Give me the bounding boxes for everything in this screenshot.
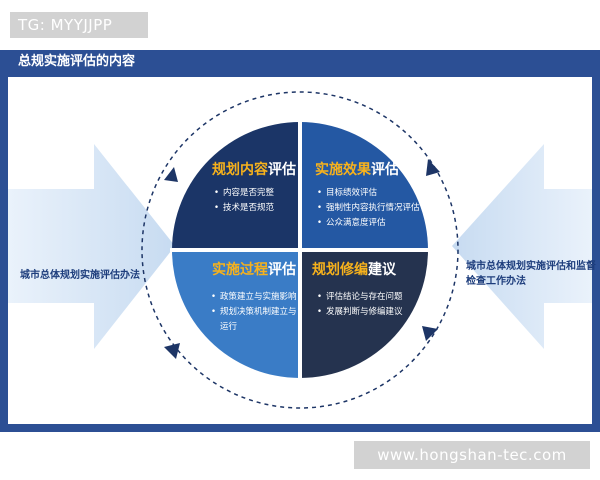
list-item: 规划决策机制建立与运行 bbox=[211, 305, 297, 335]
left-arrow-shape bbox=[8, 144, 175, 349]
list-item: 强制性内容执行情况评估 bbox=[317, 201, 420, 216]
right-arrow-shape bbox=[452, 144, 592, 349]
list-item: 技术是否规范 bbox=[214, 201, 274, 216]
quadrant-process-title: 实施过程评估 bbox=[212, 262, 296, 278]
cycle-arrowhead-top-left bbox=[164, 167, 178, 182]
cycle-arrowhead-bottom-right bbox=[422, 326, 438, 341]
list-item: 内容是否完整 bbox=[214, 186, 274, 201]
quadrant-effect-title: 实施效果评估 bbox=[315, 162, 399, 178]
cycle-arrowhead-bottom-left bbox=[164, 343, 180, 359]
diagram-frame: 总规实施评估的内容 bbox=[0, 50, 600, 432]
quadrant-separator-horizontal bbox=[170, 248, 432, 252]
list-item: 评估结论与存在问题 bbox=[317, 290, 403, 305]
diagram-panel: 城市总体规划实施评估办法 城市总体规划实施评估和监督检查工作办法 规划内容评估 … bbox=[8, 77, 596, 424]
quadrant-revision-title: 规划修编建议 bbox=[312, 262, 396, 278]
left-arrow-label: 城市总体规划实施评估办法 bbox=[20, 270, 140, 281]
cycle-dashed-ring bbox=[141, 91, 459, 409]
cycle-arrowhead-top-right bbox=[426, 159, 440, 176]
right-arrow-label: 城市总体规划实施评估和监督检查工作办法 bbox=[466, 261, 596, 287]
frame-title: 总规实施评估的内容 bbox=[18, 54, 136, 69]
list-item: 政策建立与实施影响 bbox=[211, 290, 297, 305]
diagram-graphics bbox=[8, 91, 592, 409]
quadrant-effect-list: 目标绩效评估 强制性内容执行情况评估 公众满意度评估 bbox=[317, 186, 420, 231]
list-item: 公众满意度评估 bbox=[317, 216, 420, 231]
quadrant-revision-list: 评估结论与存在问题 发展判断与修编建议 bbox=[317, 290, 403, 320]
quadrant-content-list: 内容是否完整 技术是否规范 bbox=[214, 186, 274, 216]
list-item: 发展判断与修编建议 bbox=[317, 305, 403, 320]
top-watermark-tag: TG: MYYJJPP bbox=[10, 12, 148, 38]
quadrant-process-list: 政策建立与实施影响 规划决策机制建立与运行 bbox=[211, 290, 297, 335]
footer-watermark-tag: www.hongshan-tec.com bbox=[354, 441, 590, 469]
quadrant-content-title: 规划内容评估 bbox=[212, 162, 296, 178]
list-item: 目标绩效评估 bbox=[317, 186, 420, 201]
